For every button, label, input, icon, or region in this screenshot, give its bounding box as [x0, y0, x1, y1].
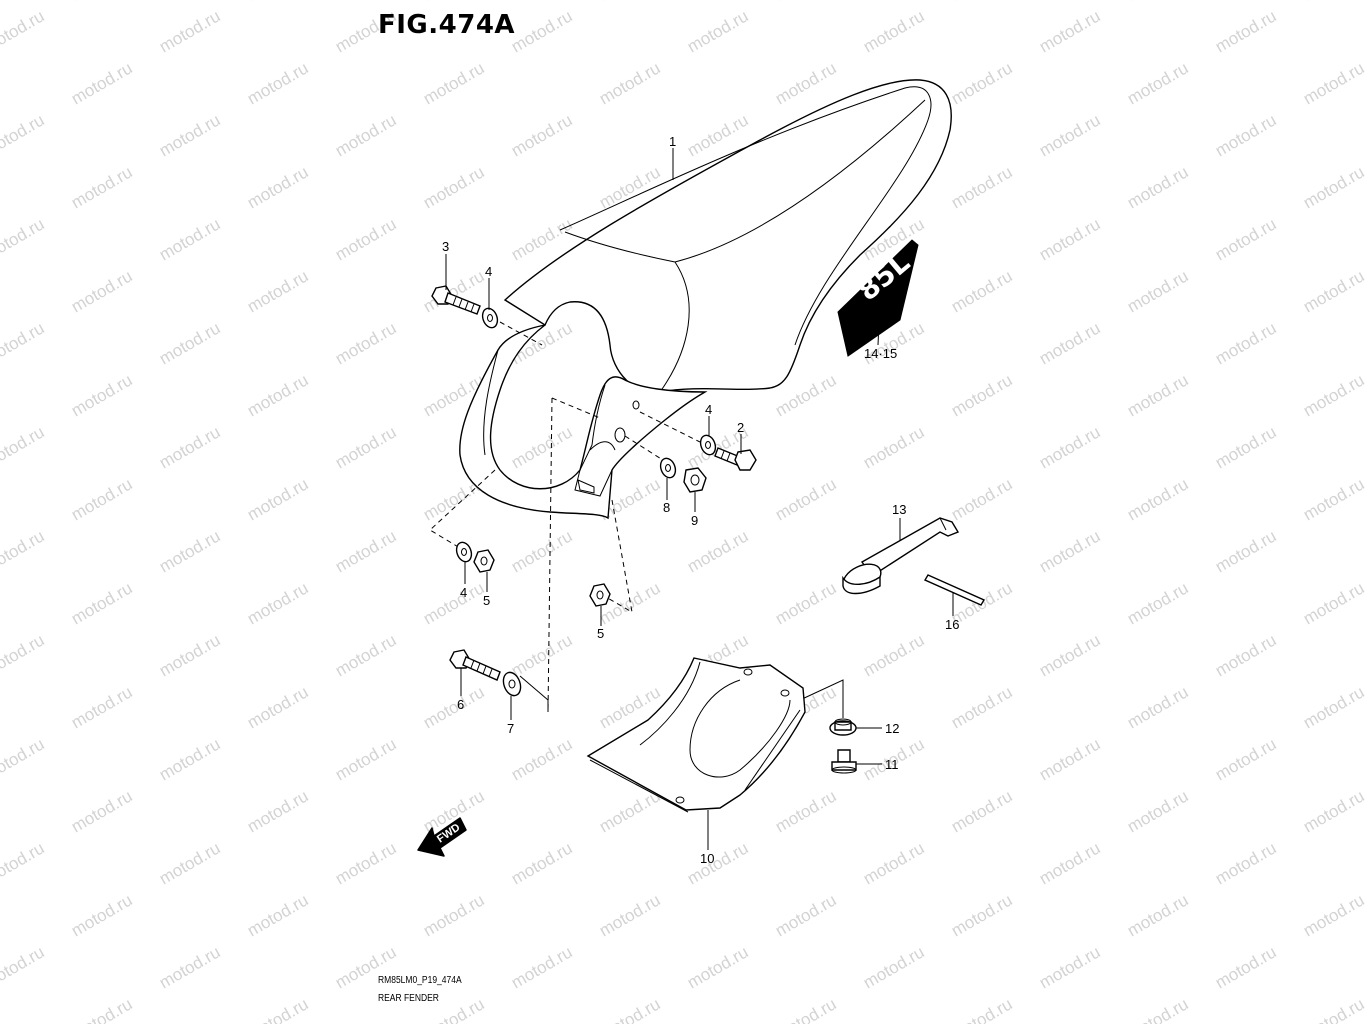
- bolt-part-11[interactable]: [831, 749, 857, 774]
- assembly-dashed-lines: [429, 321, 844, 718]
- pin-part-16[interactable]: [923, 574, 986, 606]
- callout-4-right: 4: [705, 402, 712, 417]
- nut-part-9[interactable]: [683, 467, 707, 493]
- callout-labels: 1 3 4 4 2 14·15 8 9 4 5 5 13 16 6 7 12 1…: [442, 134, 959, 866]
- nut-part-5-left[interactable]: [473, 549, 495, 573]
- figure-title: FIG.474A: [378, 10, 516, 40]
- callout-4-top: 4: [485, 264, 492, 279]
- callout-16: 16: [945, 617, 959, 632]
- callout-6: 6: [457, 697, 464, 712]
- leader-lines: [445, 148, 954, 850]
- decal-part[interactable]: 85L: [837, 239, 919, 357]
- washer-part-7[interactable]: [500, 670, 523, 698]
- cover-part-10[interactable]: [586, 657, 806, 813]
- washer-part-4-lower[interactable]: [454, 540, 474, 564]
- wrench-tool-part-13[interactable]: [839, 517, 960, 597]
- washer-part-4-right[interactable]: [698, 433, 718, 457]
- bolt-part-6[interactable]: [449, 649, 501, 681]
- callout-4-lower: 4: [460, 585, 467, 600]
- washer-part-4-top[interactable]: [480, 306, 500, 330]
- washer-part-8[interactable]: [658, 456, 678, 480]
- callout-10: 10: [700, 851, 714, 866]
- diagram-name: REAR FENDER: [378, 993, 439, 1004]
- callout-13: 13: [892, 502, 906, 517]
- callout-8: 8: [663, 500, 670, 515]
- callout-1: 1: [669, 134, 676, 149]
- diagram-code: RM85LM0_P19_474A: [378, 975, 462, 986]
- nut-part-5-center[interactable]: [589, 583, 611, 607]
- bolt-part-2[interactable]: [714, 447, 757, 471]
- callout-11: 11: [885, 757, 899, 772]
- callout-12: 12: [885, 721, 899, 736]
- callout-3: 3: [442, 239, 449, 254]
- callout-9: 9: [691, 513, 698, 528]
- callout-2: 2: [737, 420, 744, 435]
- callout-14-15: 14·15: [864, 346, 897, 361]
- nut-part-12[interactable]: [829, 718, 857, 736]
- callout-7: 7: [507, 721, 514, 736]
- callout-5-center: 5: [597, 626, 604, 641]
- fwd-arrow-icon: FWD: [417, 817, 467, 857]
- callout-5-left: 5: [483, 593, 490, 608]
- rear-fender-part[interactable]: [459, 79, 952, 520]
- bolt-part-3[interactable]: [431, 285, 481, 315]
